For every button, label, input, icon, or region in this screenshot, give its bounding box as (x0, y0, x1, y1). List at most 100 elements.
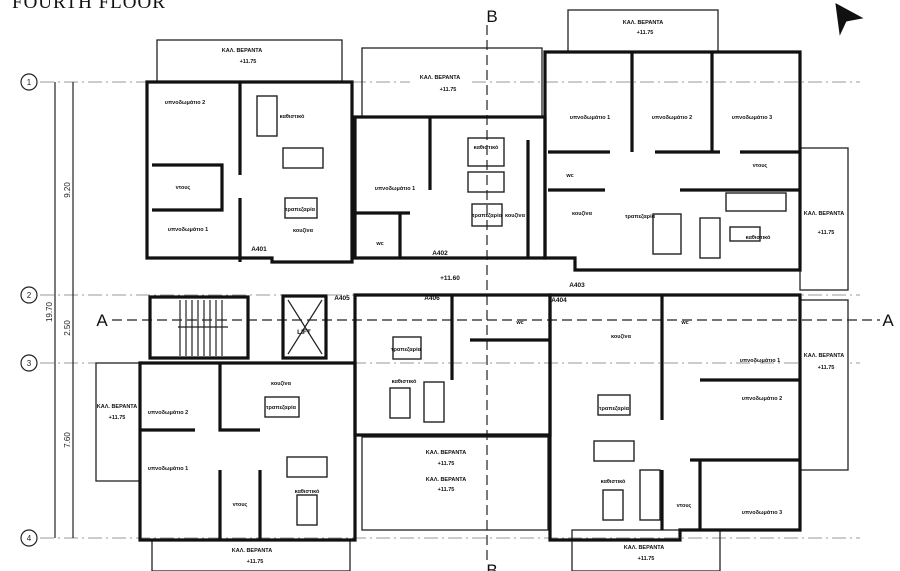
svg-text:ΚΑΛ. ΒΕΡΑΝΤΑ: ΚΑΛ. ΒΕΡΑΝΤΑ (420, 75, 460, 81)
svg-text:υπνοδωμάτιο 1: υπνοδωμάτιο 1 (375, 186, 416, 192)
svg-text:+11.75: +11.75 (247, 559, 264, 565)
apartment-a406-walls (353, 293, 552, 437)
section-b-top: B (486, 7, 497, 26)
axis-marker-2: 2 (20, 286, 38, 304)
svg-text:2: 2 (27, 291, 32, 300)
walls (138, 50, 802, 542)
apartment-a402: A402 (432, 250, 448, 257)
svg-text:κουζίνα: κουζίνα (271, 381, 292, 387)
svg-text:καθιστικό: καθιστικό (295, 489, 320, 495)
svg-text:υπνοδωμάτιο 2: υπνοδωμάτιο 2 (148, 410, 189, 416)
stair-walls (148, 295, 250, 360)
balcony-bottom-right (571, 529, 721, 571)
svg-text:κουζίνα: κουζίνα (293, 228, 314, 234)
balcony-labels: ΚΑΛ. ΒΕΡΑΝΤΑ +11.75 ΚΑΛ. ΒΕΡΑΝΤΑ +11.75 ΚΑ… (97, 20, 844, 565)
svg-text:τραπεζαρία: τραπεζαρία (625, 214, 656, 220)
svg-text:+11.75: +11.75 (440, 87, 457, 93)
dimension-9-20: 9.20 (63, 182, 72, 198)
dimension-total: 19.70 (45, 301, 54, 322)
svg-text:ντους: ντους (233, 502, 248, 508)
svg-text:wc: wc (375, 241, 383, 247)
svg-text:τραπεζαρία: τραπεζαρία (391, 347, 422, 353)
svg-text:+11.75: +11.75 (438, 487, 455, 493)
staircase (178, 300, 228, 356)
sofa-icon (699, 217, 721, 259)
balcony-bottom-middle (361, 436, 549, 531)
svg-text:καθιστικό: καθιστικό (601, 479, 626, 485)
svg-text:καθιστικό: καθιστικό (474, 145, 499, 151)
svg-text:ΚΑΛ. ΒΕΡΑΝΤΑ: ΚΑΛ. ΒΕΡΑΝΤΑ (624, 545, 664, 551)
svg-text:ΚΑΛ. ΒΕΡΑΝΤΑ: ΚΑΛ. ΒΕΡΑΝΤΑ (426, 477, 466, 483)
svg-text:ΚΑΛ. ΒΕΡΑΝΤΑ: ΚΑΛ. ΒΕΡΑΝΤΑ (97, 404, 137, 410)
apartment-a404-walls (548, 293, 802, 542)
north-arrow-icon (835, 3, 864, 36)
svg-text:υπνοδωμάτιο 2: υπνοδωμάτιο 2 (652, 115, 693, 121)
apartment-a405-walls (138, 361, 357, 542)
coffee-table-icon (296, 494, 318, 526)
svg-text:1: 1 (27, 78, 32, 87)
svg-text:κουζίνα: κουζίνα (572, 211, 593, 217)
sofa-icon (467, 171, 505, 193)
svg-text:υπνοδωμάτιο 3: υπνοδωμάτιο 3 (742, 510, 783, 516)
svg-text:κουζίνα: κουζίνα (505, 213, 526, 219)
coffee-table-icon (729, 226, 761, 242)
dining-table-icon (471, 203, 503, 227)
svg-text:υπνοδωμάτιο 1: υπνοδωμάτιο 1 (740, 358, 781, 364)
apartment-labels: A401 A402 A403 A404 A405 A406 +11.60 (251, 246, 585, 304)
lift: LIFT (287, 299, 323, 355)
apartment-a401: A401 (251, 246, 267, 253)
sofa-icon (286, 456, 328, 478)
svg-text:+11.75: +11.75 (109, 415, 126, 421)
svg-text:ντους: ντους (677, 503, 692, 509)
dining-table-icon (652, 213, 682, 255)
svg-text:τραπεζαρία: τραπεζαρία (266, 405, 297, 411)
dimension-lines: 9.20 19.70 2.50 7.60 (45, 82, 74, 538)
tv-unit-icon (467, 137, 505, 167)
dining-table-icon (597, 394, 631, 416)
svg-text:ΚΑΛ. ΒΕΡΑΝΤΑ: ΚΑΛ. ΒΕΡΑΝΤΑ (232, 548, 272, 554)
svg-text:τραπεζαρία: τραπεζαρία (285, 207, 316, 213)
balcony-right-lower (799, 299, 849, 471)
svg-text:ΚΑΛ. ΒΕΡΑΝΤΑ: ΚΑΛ. ΒΕΡΑΝΤΑ (804, 211, 844, 217)
dining-table-icon (392, 336, 422, 360)
dimension-7-60: 7.60 (63, 432, 72, 448)
svg-text:υπνοδωμάτιο 1: υπνοδωμάτιο 1 (168, 227, 209, 233)
sofa-icon (593, 440, 635, 462)
svg-text:υπνοδωμάτιο 2: υπνοδωμάτιο 2 (165, 100, 206, 106)
svg-text:4: 4 (27, 534, 32, 543)
svg-text:υπνοδωμάτιο 1: υπνοδωμάτιο 1 (148, 466, 189, 472)
lift-label: LIFT (297, 329, 311, 336)
svg-text:wc: wc (565, 173, 573, 179)
svg-text:υπνοδωμάτιο 2: υπνοδωμάτιο 2 (742, 396, 783, 402)
apartment-a403-walls (543, 50, 802, 272)
coffee-table-icon (389, 387, 411, 419)
furniture (256, 95, 787, 526)
svg-text:wc: wc (680, 320, 688, 326)
corridor-level: +11.60 (440, 275, 460, 282)
svg-text:+11.75: +11.75 (438, 461, 455, 467)
section-lines: A A B B (96, 7, 894, 571)
section-b-bottom: B (486, 561, 497, 571)
svg-text:τραπεζαρία: τραπεζαρία (599, 406, 630, 412)
svg-text:+11.75: +11.75 (638, 556, 655, 562)
sofa-icon (423, 381, 445, 423)
apartment-a401-walls (145, 80, 354, 264)
svg-text:+11.75: +11.75 (240, 59, 257, 65)
svg-text:+11.75: +11.75 (818, 230, 835, 236)
dining-table-icon (284, 197, 318, 219)
svg-text:+11.75: +11.75 (637, 30, 654, 36)
sofa-icon (256, 95, 278, 137)
svg-text:wc: wc (515, 320, 523, 326)
dining-table-icon (264, 396, 300, 418)
coffee-table-icon (602, 489, 624, 521)
apartment-a404: A404 (551, 297, 567, 304)
svg-text:κουζίνα: κουζίνα (611, 334, 632, 340)
axis-marker-4: 4 (20, 529, 38, 547)
svg-text:+11.75: +11.75 (818, 365, 835, 371)
apartment-a403: A403 (569, 282, 585, 289)
svg-text:τραπεζαρία: τραπεζαρία (472, 213, 503, 219)
svg-text:ντους: ντους (176, 185, 191, 191)
sofa-icon (282, 147, 324, 169)
sofa-icon (639, 469, 661, 521)
